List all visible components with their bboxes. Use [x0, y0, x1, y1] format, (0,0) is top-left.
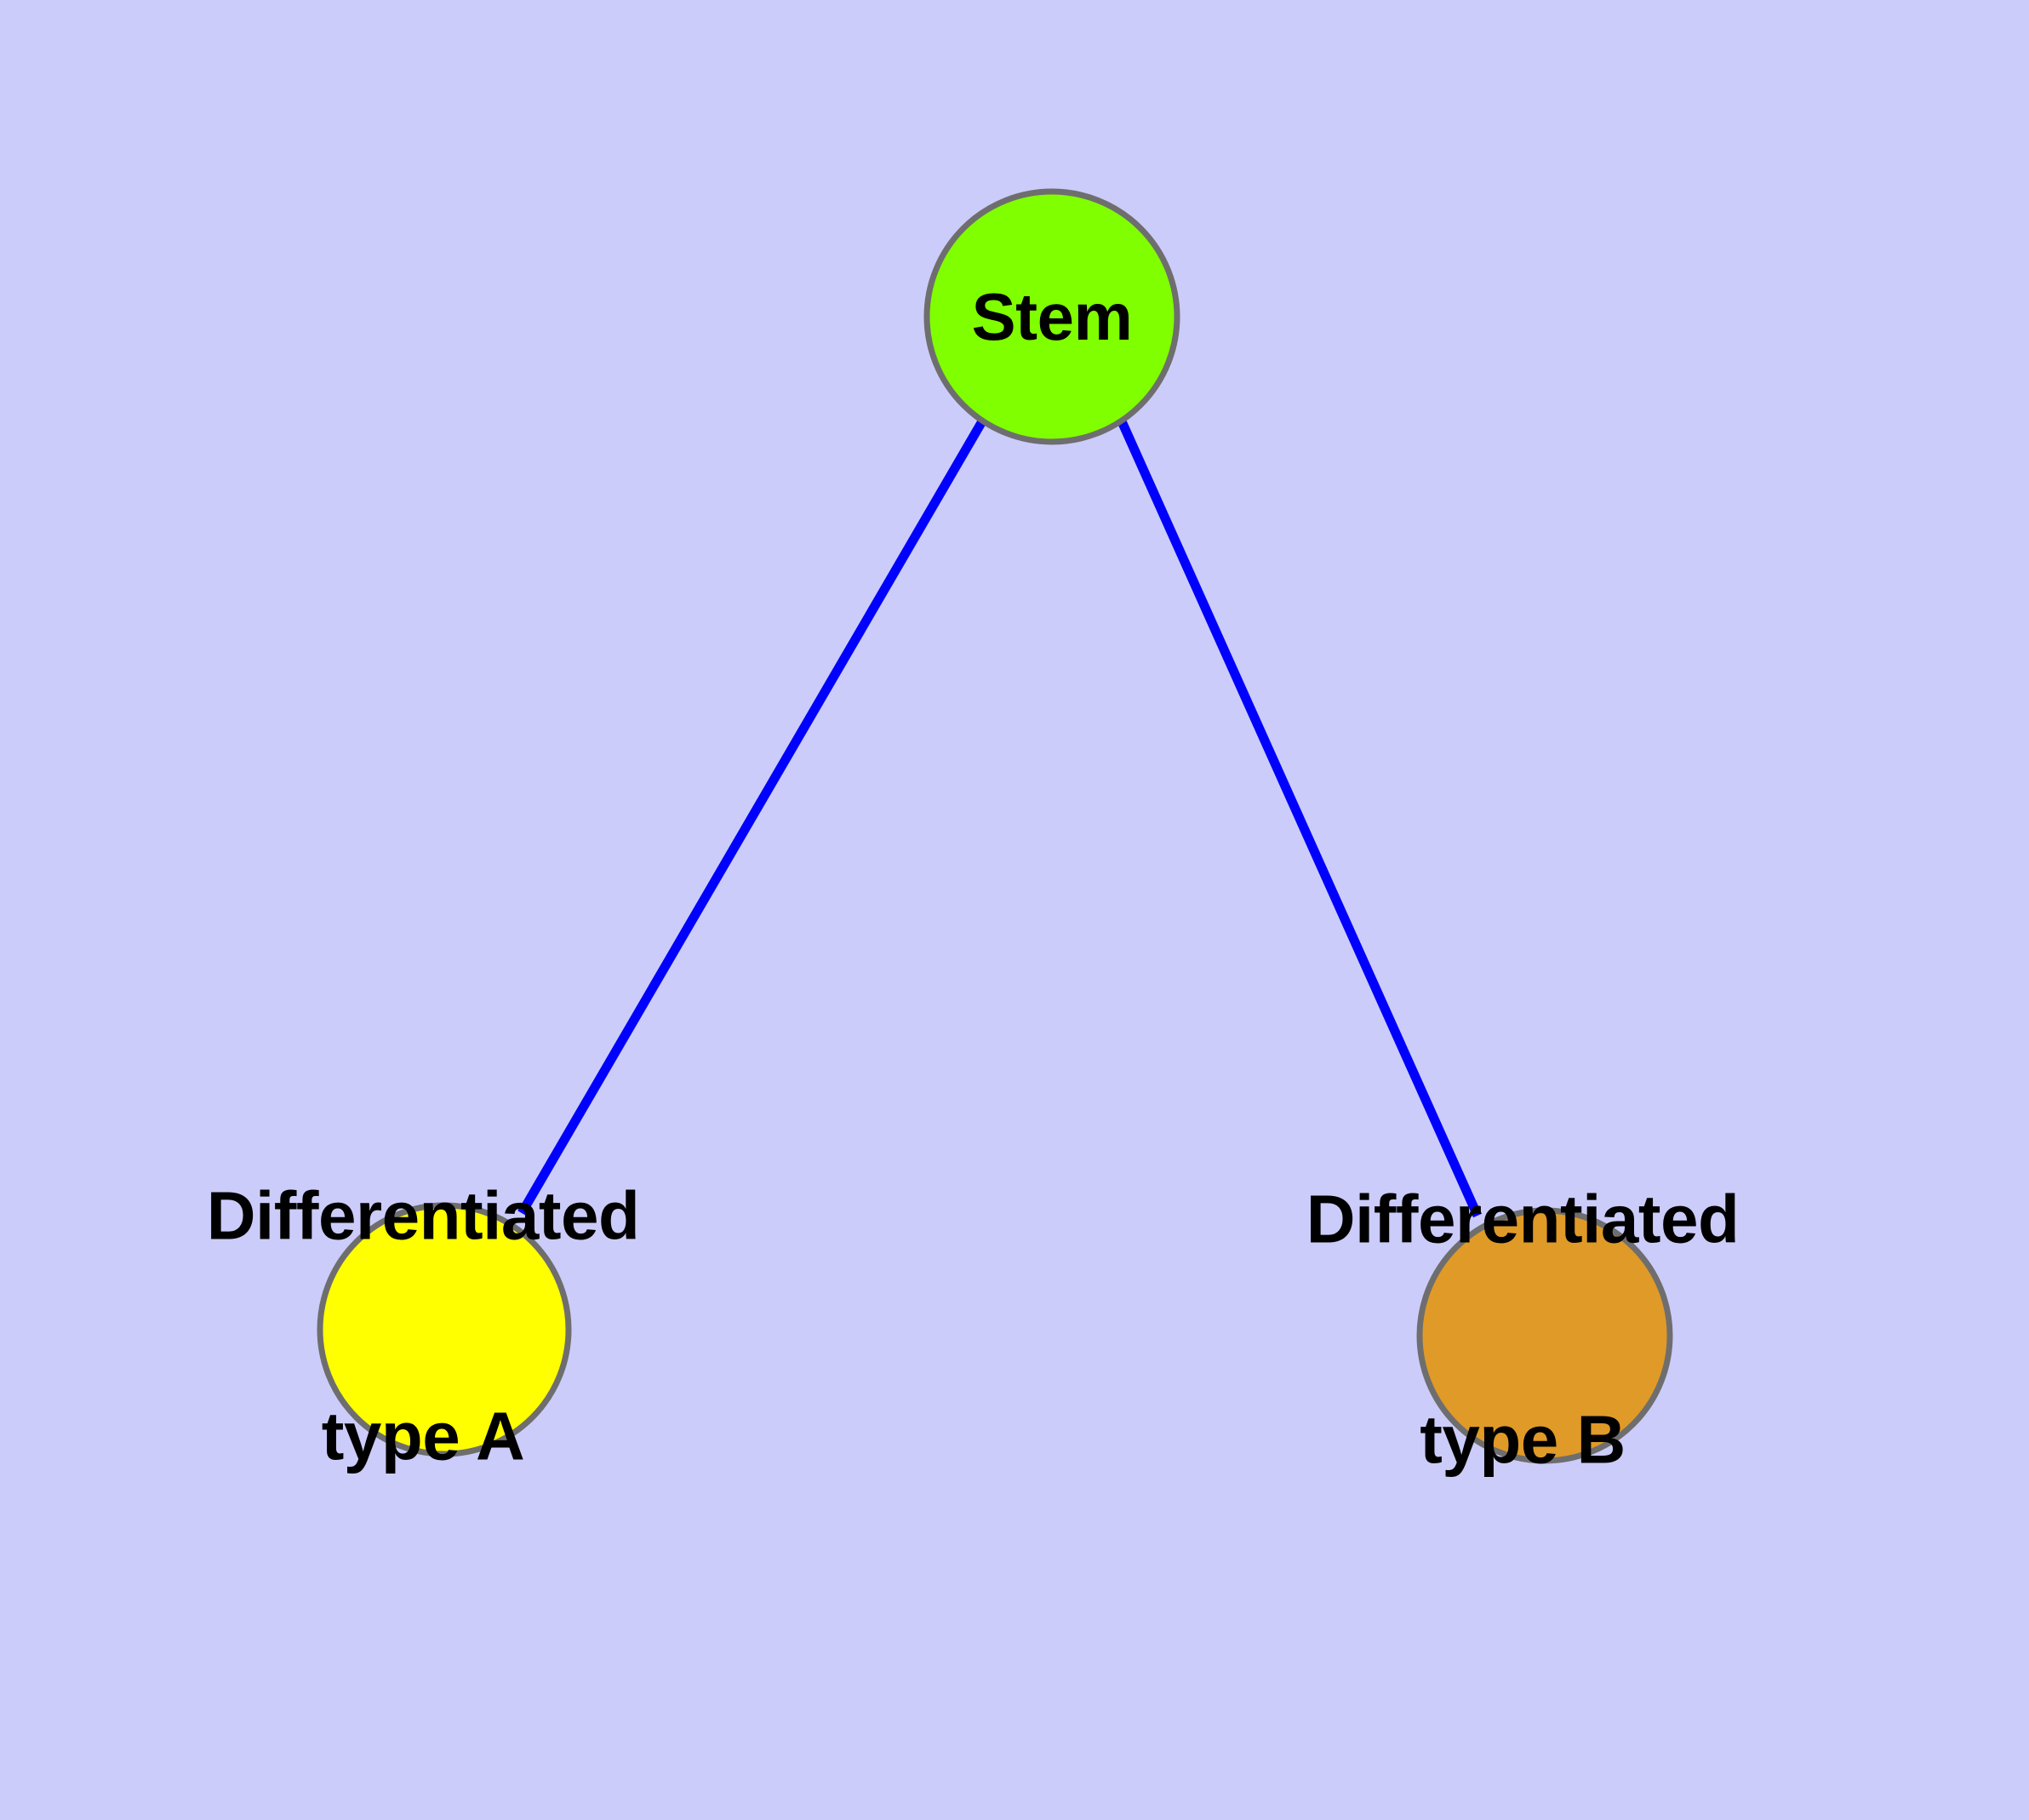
node-differentiated-type-a[interactable] — [317, 1202, 572, 1457]
node-stem[interactable] — [923, 188, 1180, 445]
edge-stem-to-differentiated-type-a[interactable] — [517, 419, 986, 1216]
node-layer — [317, 188, 1673, 1464]
node-differentiated-type-b[interactable] — [1416, 1207, 1673, 1464]
edge-stem-to-differentiated-type-b[interactable] — [1117, 419, 1483, 1218]
edge-layer — [517, 419, 1483, 1218]
